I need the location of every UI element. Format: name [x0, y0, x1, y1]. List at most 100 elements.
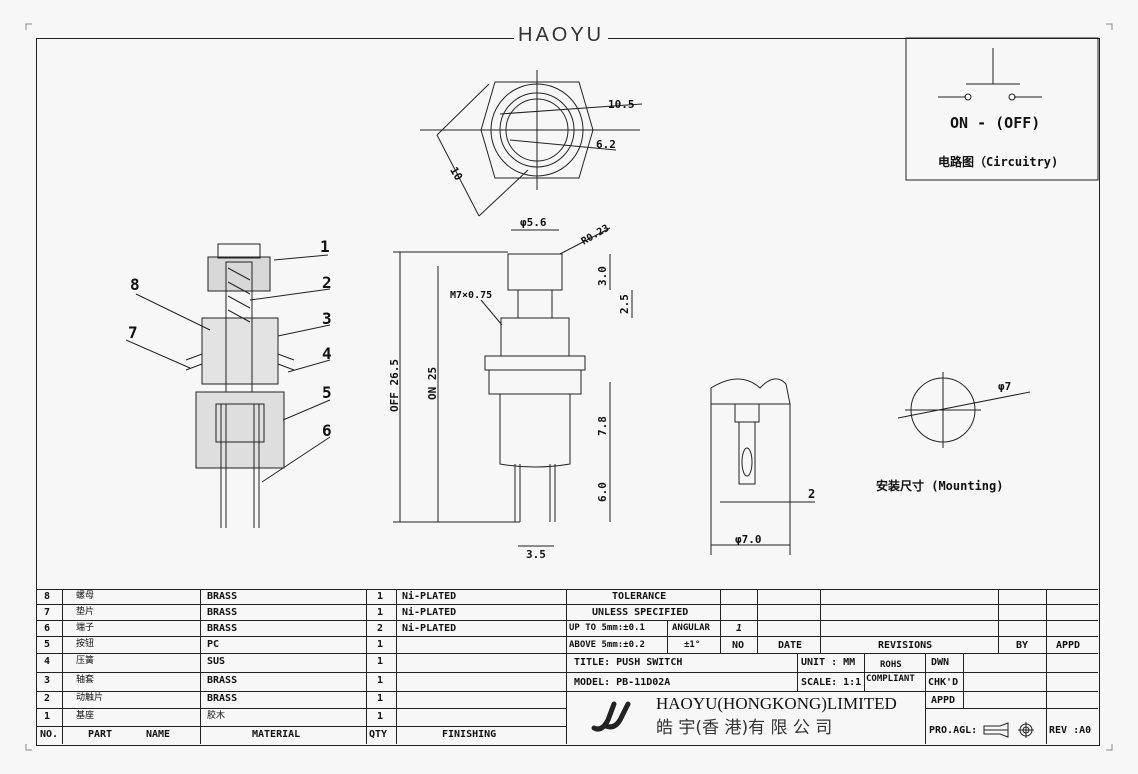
bom-material: BRASS — [207, 623, 238, 634]
bom-part: 动触片 — [76, 693, 104, 703]
bom-no: 7 — [44, 607, 51, 618]
bom-header-name: NAME — [146, 729, 171, 740]
dim-pin-pitch: 3.5 — [526, 548, 546, 561]
bom-material: SUS — [207, 656, 226, 667]
dim-hole-dia: φ7 — [998, 380, 1011, 393]
bom-no: 2 — [44, 693, 51, 704]
company-name-en: HAOYU(HONGKONG)LIMITED — [656, 694, 897, 713]
cross-section-view — [125, 243, 331, 528]
company-logo — [591, 701, 631, 732]
projection-label: PRO.AGL: — [929, 725, 978, 736]
bom-material: 胶木 — [207, 711, 226, 721]
circuit-diagram: ON - (OFF) 电路图（Circuitry) — [905, 37, 1099, 181]
bom-part: 螺母 — [76, 591, 95, 601]
dim-off-length: OFF 26.5 — [388, 359, 401, 412]
brand-title: HAOYU — [514, 24, 609, 47]
tolerance-angular-value: ±1° — [684, 640, 701, 650]
circuit-state: ON - (OFF) — [950, 114, 1040, 132]
mounting-hole — [897, 372, 1031, 448]
revision-mark: 1 — [736, 623, 743, 634]
tolerance-angular: ANGULAR — [672, 623, 710, 633]
bom-qty: 1 — [377, 693, 384, 704]
bom-header-finishing: FINISHING — [442, 729, 497, 740]
bom-part: 端子 — [76, 623, 95, 633]
dim-thread: M7×0.75 — [450, 290, 492, 301]
bom-part: 轴套 — [76, 675, 95, 685]
bom-part: 基座 — [76, 711, 95, 721]
company-name-cn: 皓 宇(香 港)有 限 公 司 — [656, 718, 833, 738]
dim-stroke: 2.5 — [618, 294, 631, 314]
rohs: ROHS — [880, 660, 902, 670]
callout-6: 6 — [322, 421, 332, 440]
bom-finishing: Ni-PLATED — [402, 623, 457, 634]
projection-symbol-icon — [983, 722, 1034, 738]
dim-cap-height: 3.0 — [596, 266, 609, 286]
bom-qty: 1 — [377, 656, 384, 667]
revision-by: BY — [1016, 640, 1029, 651]
appd-label: APPD — [931, 695, 956, 706]
tolerance-title: TOLERANCE — [612, 591, 667, 602]
circuit-caption: 电路图（Circuitry) — [938, 154, 1058, 169]
dim-on-length: ON 25 — [426, 367, 439, 400]
unit: UNIT : MM — [801, 657, 856, 668]
bom-qty: 1 — [377, 591, 384, 602]
dim-side-thickness: 2 — [808, 487, 815, 501]
bom-material: BRASS — [207, 693, 238, 704]
bom-material: BRASS — [207, 607, 238, 618]
callout-7: 7 — [128, 323, 138, 342]
dim-cap-dia: φ5.6 — [520, 216, 547, 229]
revision-no: NO — [732, 640, 745, 651]
bom-no: 3 — [44, 675, 51, 686]
bom-no: 1 — [44, 711, 51, 722]
callout-8: 8 — [130, 275, 140, 294]
revision-date: DATE — [778, 640, 803, 651]
bom-material: PC — [207, 639, 220, 650]
tolerance-above: ABOVE 5mm:±0.2 — [569, 640, 645, 650]
bom-no: 4 — [44, 656, 51, 667]
dim-hex-outer: 10.5 — [608, 98, 635, 111]
hex-top-view: 10.5 6.2 10 — [420, 70, 643, 217]
dwn-label: DWN — [931, 657, 950, 668]
side-view — [710, 378, 815, 555]
bom-header-no: NO. — [40, 729, 59, 740]
mounting-caption: 安装尺寸 (Mounting) — [876, 478, 1003, 493]
bom-finishing: Ni-PLATED — [402, 591, 457, 602]
bom-qty: 1 — [377, 639, 384, 650]
callout-2: 2 — [322, 273, 332, 292]
dim-body-height: 7.8 — [596, 416, 609, 436]
revision-code: REV :A0 — [1049, 725, 1092, 736]
bom-header-qty: QTY — [369, 729, 388, 740]
bom-qty: 2 — [377, 623, 384, 634]
tolerance-sub: UNLESS SPECIFIED — [592, 607, 689, 618]
scale: SCALE: 1:1 — [801, 677, 862, 688]
bom-finishing: Ni-PLATED — [402, 607, 457, 618]
front-view — [393, 227, 633, 547]
bom-no: 5 — [44, 639, 51, 650]
bom-material: BRASS — [207, 675, 238, 686]
dim-hex-flat: 10 — [447, 165, 465, 183]
model-number: MODEL: PB-11D02A — [574, 677, 671, 688]
callout-3: 3 — [322, 309, 332, 328]
dim-radius: R0.23 — [580, 223, 612, 248]
bom-no: 8 — [44, 591, 51, 602]
dim-side-dia: φ7.0 — [735, 533, 762, 546]
dim-hex-inner: 6.2 — [596, 138, 616, 151]
revision-revisions: REVISIONS — [878, 640, 933, 651]
drawing-title: TITLE: PUSH SWITCH — [574, 657, 683, 668]
callout-5: 5 — [322, 383, 332, 402]
bom-header-part: PART — [88, 729, 113, 740]
chkd-label: CHK'D — [928, 677, 959, 688]
dim-pin-height: 6.0 — [596, 482, 609, 502]
tolerance-upto: UP TO 5mm:±0.1 — [569, 623, 645, 633]
bom-material: BRASS — [207, 591, 238, 602]
bom-qty: 1 — [377, 711, 384, 722]
revision-appd: APPD — [1056, 640, 1081, 651]
bom-part: 压簧 — [76, 656, 95, 666]
callout-1: 1 — [320, 237, 330, 256]
compliant: COMPLIANT — [866, 674, 915, 684]
bom-part: 按钮 — [76, 639, 95, 649]
callout-4: 4 — [322, 344, 332, 363]
bom-part: 垫片 — [76, 607, 95, 617]
bom-header-material: MATERIAL — [252, 729, 301, 740]
